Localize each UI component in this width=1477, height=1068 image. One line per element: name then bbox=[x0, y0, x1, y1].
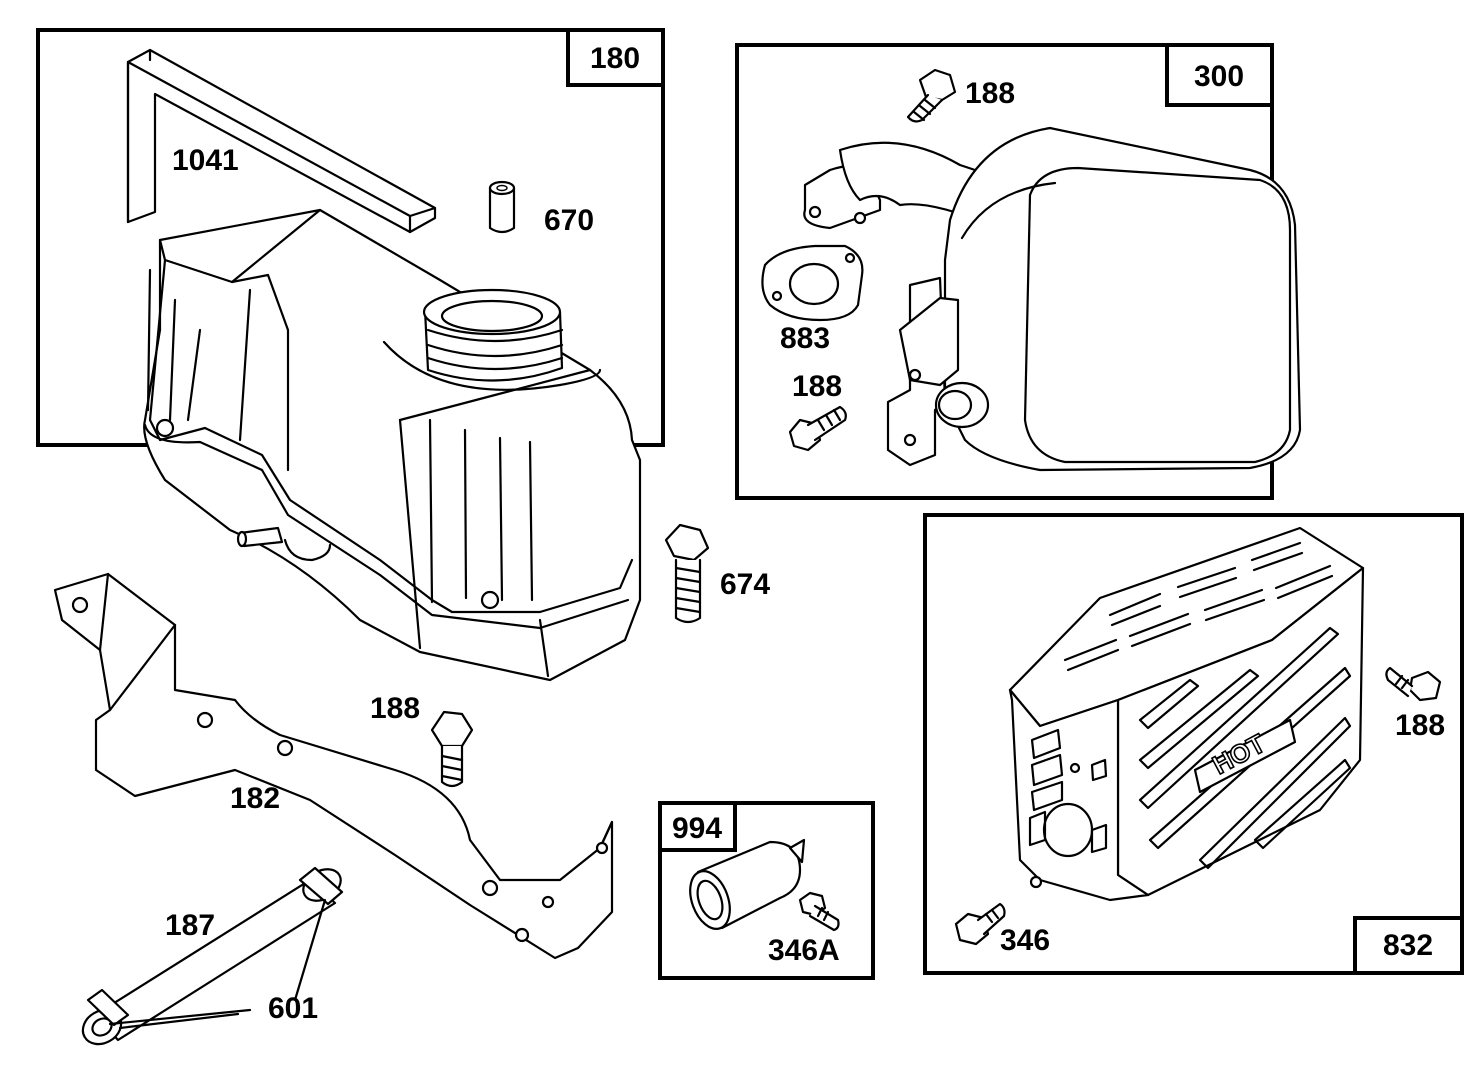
callout-188-tank: 188 bbox=[370, 692, 420, 725]
bolt-674 bbox=[664, 523, 710, 624]
screw-188-muffler-bottom bbox=[788, 405, 847, 452]
gasket-883 bbox=[761, 244, 864, 322]
callout-187: 187 bbox=[165, 909, 215, 942]
muffler bbox=[803, 126, 1302, 472]
callout-1041: 1041 bbox=[172, 144, 239, 177]
callout-674: 674 bbox=[720, 568, 770, 601]
muffler-kit-number: 300 bbox=[1194, 60, 1244, 93]
callout-182: 182 bbox=[230, 782, 280, 815]
callout-883: 883 bbox=[780, 322, 830, 355]
callout-346: 346 bbox=[1000, 924, 1050, 957]
screw-188-muffler-top bbox=[906, 68, 957, 123]
fuel-tank-kit-number: 180 bbox=[590, 42, 640, 75]
screw-346a bbox=[798, 891, 840, 932]
screw-188-tank bbox=[430, 710, 474, 788]
fuel-shutoff-kit-frame: 994 bbox=[658, 801, 875, 980]
callout-188-muffler-top: 188 bbox=[965, 77, 1015, 110]
callout-188-muffler-bottom: 188 bbox=[792, 370, 842, 403]
tank-bracket-1041 bbox=[126, 48, 437, 234]
callout-601: 601 bbox=[268, 992, 318, 1025]
spacer-670 bbox=[488, 180, 516, 234]
fuel-tank-bracket-182 bbox=[53, 572, 614, 960]
shutoff-valve bbox=[689, 838, 806, 930]
fuel-tank bbox=[143, 208, 642, 682]
callout-346a: 346A bbox=[768, 934, 840, 967]
muffler-guard-kit-frame: 832 bbox=[923, 513, 1464, 975]
screw-346-guard bbox=[954, 902, 1006, 946]
screw-188-guard bbox=[1385, 666, 1442, 702]
callout-188-guard: 188 bbox=[1395, 709, 1445, 742]
clamp-601 bbox=[86, 866, 344, 1030]
muffler-guard-kit-number: 832 bbox=[1383, 929, 1433, 962]
muffler-guard: HOT bbox=[1008, 526, 1365, 902]
guard-top-slots bbox=[1063, 541, 1334, 672]
callout-670: 670 bbox=[544, 204, 594, 237]
fuel-shutoff-kit-number: 994 bbox=[672, 812, 722, 845]
